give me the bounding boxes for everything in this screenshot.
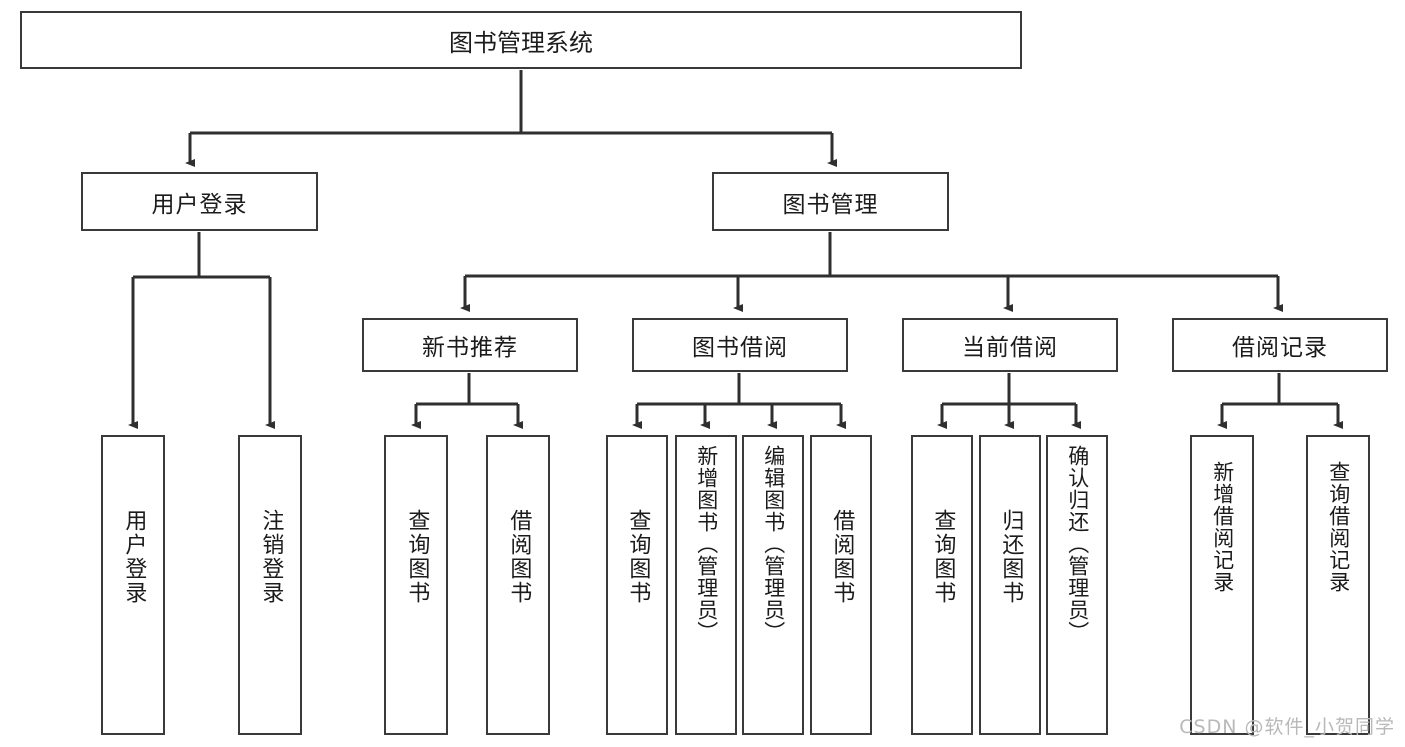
leaf-return-book-label: 归还图书	[998, 509, 1024, 605]
node-book-borrow-label: 图书借阅	[692, 335, 788, 361]
leaf-add-book-admin-label: 新增图书（管理员）	[694, 445, 719, 643]
node-borrow-record-label: 借阅记录	[1232, 335, 1328, 361]
leaf-confirm-return-admin-label: 确认归还（管理员）	[1065, 445, 1090, 643]
node-book-management[interactable]: 图书管理	[712, 172, 949, 231]
leaf-user-login-label: 用户登录	[121, 509, 147, 605]
leaf-add-borrow-record[interactable]: 新增借阅记录	[1190, 435, 1254, 735]
leaf-edit-book-admin-label: 编辑图书（管理员）	[761, 445, 786, 643]
leaf-return-book[interactable]: 归还图书	[979, 435, 1041, 735]
leaf-query-book-borrow[interactable]: 查询图书	[606, 435, 668, 735]
leaf-logout-label: 注销登录	[258, 509, 284, 605]
leaf-add-borrow-record-label: 新增借阅记录	[1210, 461, 1235, 593]
leaf-borrow-book-borrow[interactable]: 借阅图书	[810, 435, 872, 735]
leaf-borrow-book-new-label: 借阅图书	[506, 509, 532, 605]
leaf-query-book-current[interactable]: 查询图书	[911, 435, 973, 735]
leaf-borrow-book-new[interactable]: 借阅图书	[486, 435, 550, 735]
leaf-logout[interactable]: 注销登录	[238, 435, 302, 735]
leaf-query-book-new[interactable]: 查询图书	[384, 435, 448, 735]
node-borrow-record[interactable]: 借阅记录	[1172, 318, 1388, 372]
leaf-borrow-book-borrow-label: 借阅图书	[829, 509, 855, 605]
leaf-query-borrow-record-label: 查询借阅记录	[1326, 461, 1351, 593]
node-current-borrow-label: 当前借阅	[962, 335, 1058, 361]
node-book-borrow[interactable]: 图书借阅	[632, 318, 848, 372]
node-new-book-recommend[interactable]: 新书推荐	[362, 318, 578, 372]
node-new-book-recommend-label: 新书推荐	[422, 335, 518, 361]
leaf-user-login[interactable]: 用户登录	[101, 435, 165, 735]
node-user-login[interactable]: 用户登录	[81, 172, 318, 231]
leaf-add-book-admin[interactable]: 新增图书（管理员）	[675, 435, 737, 735]
node-book-management-label: 图书管理	[782, 191, 879, 218]
node-root[interactable]: 图书管理系统	[20, 11, 1022, 69]
leaf-query-book-borrow-label: 查询图书	[625, 509, 651, 605]
leaf-edit-book-admin[interactable]: 编辑图书（管理员）	[742, 435, 804, 735]
leaf-query-book-new-label: 查询图书	[404, 509, 430, 605]
leaf-confirm-return-admin[interactable]: 确认归还（管理员）	[1046, 435, 1108, 735]
node-root-label: 图书管理系统	[449, 28, 593, 57]
node-current-borrow[interactable]: 当前借阅	[902, 318, 1118, 372]
leaf-query-book-current-label: 查询图书	[930, 509, 956, 605]
leaf-query-borrow-record[interactable]: 查询借阅记录	[1306, 435, 1370, 735]
node-user-login-label: 用户登录	[151, 191, 248, 218]
